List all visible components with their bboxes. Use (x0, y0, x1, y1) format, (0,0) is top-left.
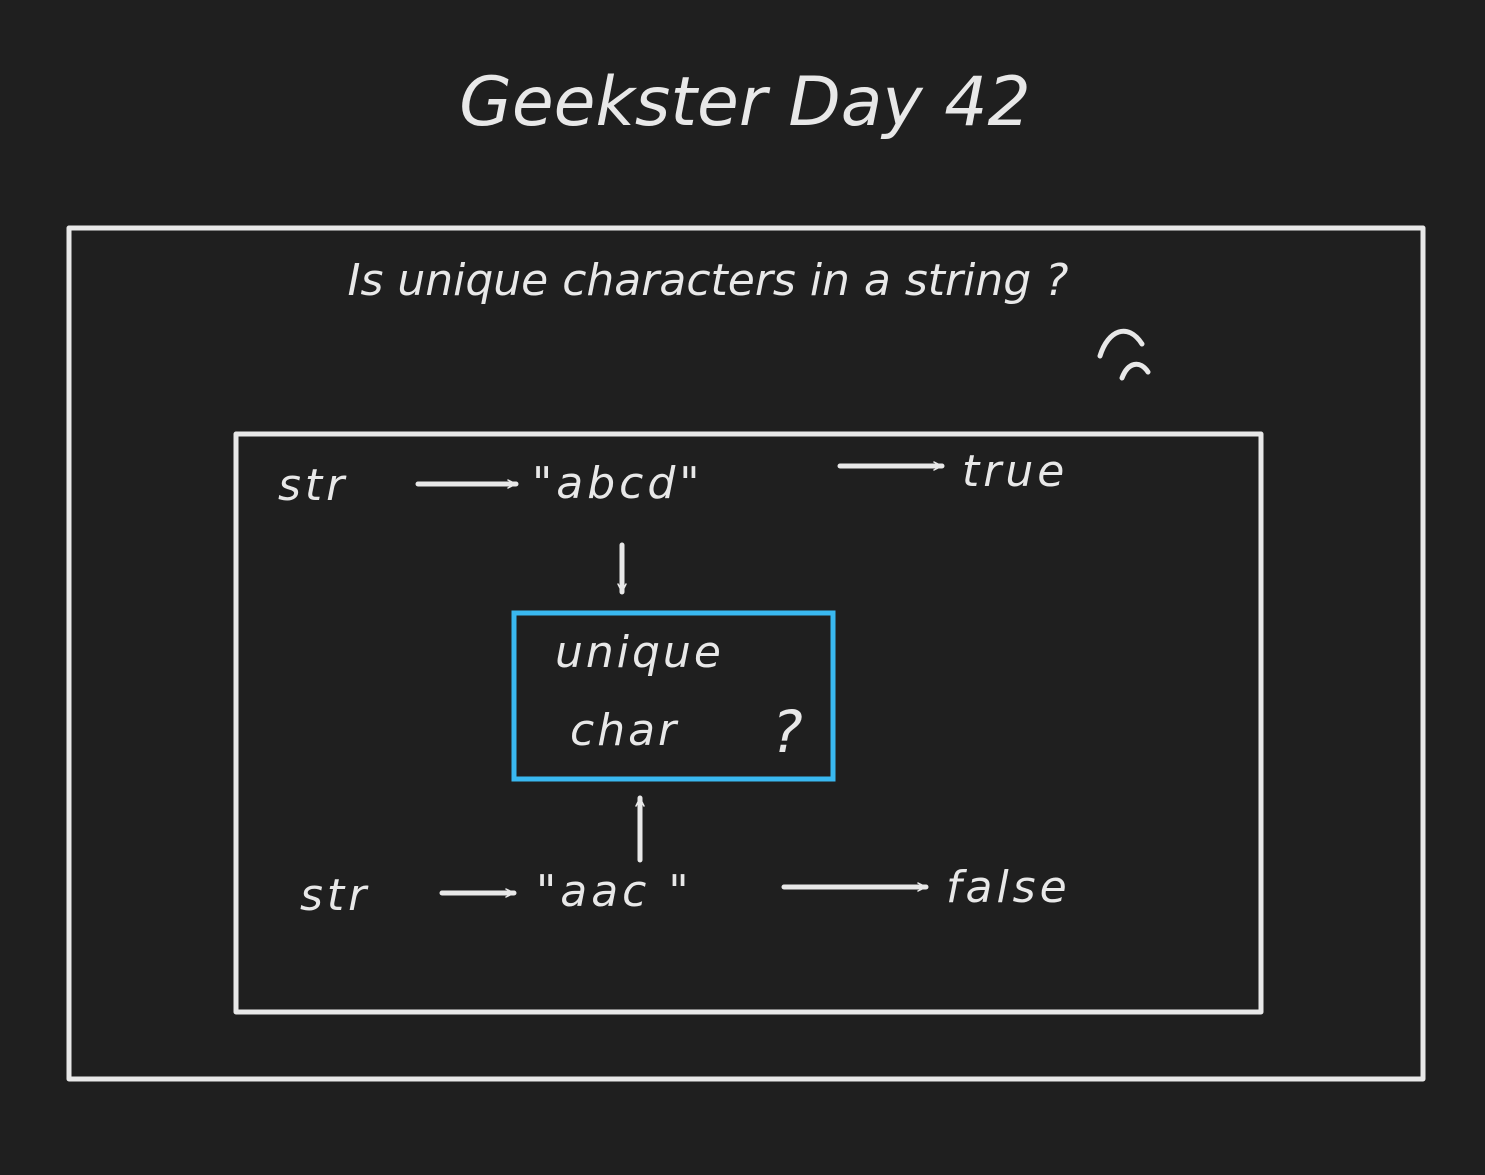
unique-char-box (511, 610, 836, 782)
squiggle-mark-small (1119, 361, 1151, 381)
diagram-title: Geekster Day 42 (459, 63, 1031, 142)
example1-value: "abcd" (532, 458, 704, 509)
box-question-mark: ? (772, 698, 803, 766)
example2-result: false (946, 862, 1071, 913)
example2-var: str (300, 870, 370, 921)
example1-var: str (278, 460, 348, 511)
box-line2: char (570, 705, 679, 756)
inner-frame (233, 431, 1264, 1015)
outer-frame (66, 225, 1426, 1082)
squiggle-mark (1097, 328, 1145, 359)
example1-result: true (962, 446, 1068, 497)
example2-value: "aac " (536, 866, 693, 917)
box-line1: unique (555, 627, 724, 678)
question-text: Is unique characters in a string ? (347, 255, 1068, 306)
